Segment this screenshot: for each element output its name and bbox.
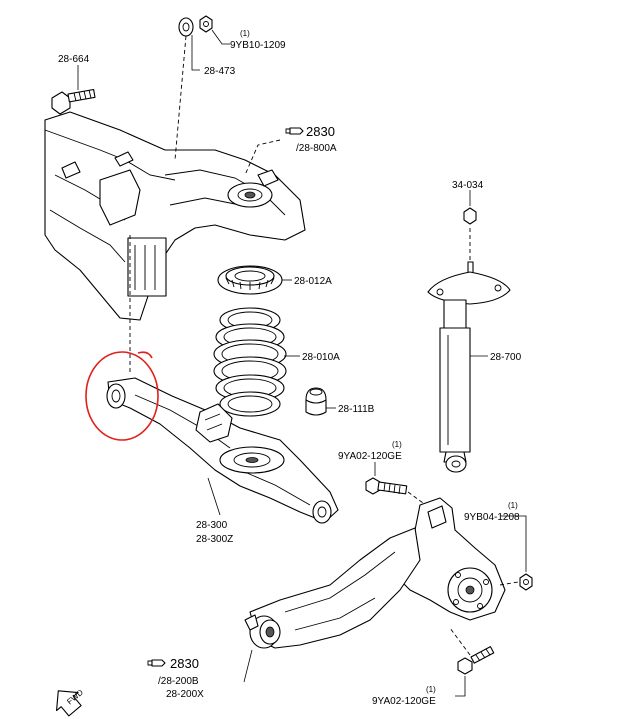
label-2830-bottom: 2830 — [170, 656, 199, 671]
shock-absorber-28-700 — [427, 207, 511, 473]
label-28-800a: /28-800A — [296, 143, 337, 154]
label-28-012a: 28-012A — [294, 276, 332, 287]
pointing-hand-icon — [285, 127, 304, 135]
leader-9ya02-bottom — [455, 676, 466, 697]
bolt-9ya02-120ge-bottom — [457, 646, 495, 675]
label-9ya02-120ge-bottom: 9YA02-120GE — [372, 696, 436, 707]
label-28-200x: 28-200X — [166, 689, 204, 700]
qty-9ya02-bottom: (1) — [426, 685, 436, 694]
pointing-hand-icon-bottom — [147, 659, 166, 667]
bump-stop-28-111b — [305, 387, 327, 416]
fwd-arrow-icon — [56, 690, 82, 717]
washer-28-473 — [178, 17, 194, 37]
trailing-link-28-200b — [244, 527, 421, 649]
label-9yb04-1208: 9YB04-1208 — [464, 512, 520, 523]
leader-28-473 — [191, 35, 200, 71]
spring-seat-28-012a — [217, 265, 283, 295]
leader-28-200b — [243, 649, 253, 683]
rear-knuckle — [394, 497, 506, 621]
label-28-010a: 28-010A — [302, 352, 340, 363]
leader-9yb10 — [211, 29, 230, 45]
highlight-circle-tail — [137, 351, 153, 359]
label-9ya02-120ge-top: 9YA02-120GE — [338, 451, 402, 462]
label-28-300: 28-300 — [196, 520, 228, 531]
nut-9yb04-1208 — [519, 573, 533, 591]
qty-9ya02-top: (1) — [392, 440, 402, 449]
label-9yb10-1209: 9YB10-1209 — [230, 40, 286, 51]
label-28-664: 28-664 — [58, 54, 90, 65]
label-28-700: 28-700 — [490, 352, 522, 363]
leader-9yb04 — [500, 515, 527, 572]
dash-bolt-bottom — [449, 627, 471, 656]
qty-9yb04: (1) — [508, 501, 518, 510]
rear-crossmember — [44, 111, 306, 321]
label-28-200b: /28-200B — [158, 676, 199, 687]
label-34-034: 34-034 — [452, 180, 484, 191]
highlight-circle — [85, 351, 159, 441]
label-28-111b: 28-111B — [338, 404, 375, 415]
dash-2830-top — [244, 139, 281, 176]
bolt-9ya02-120ge-top — [365, 477, 408, 495]
label-28-473: 28-473 — [204, 66, 236, 77]
label-28-300z: 28-300Z — [196, 534, 233, 545]
dash-knuckle-nut — [499, 581, 519, 586]
label-2830-top: 2830 — [306, 124, 335, 139]
bolt-28-664 — [51, 88, 96, 115]
lower-arm-28-300 — [106, 377, 339, 524]
coil-spring-28-010a — [213, 307, 287, 417]
nut-9yb10-1209 — [199, 15, 213, 33]
leader-28-300 — [207, 477, 221, 516]
qty-9yb10: (1) — [240, 29, 250, 38]
dash-washer-to-frame — [174, 35, 187, 161]
